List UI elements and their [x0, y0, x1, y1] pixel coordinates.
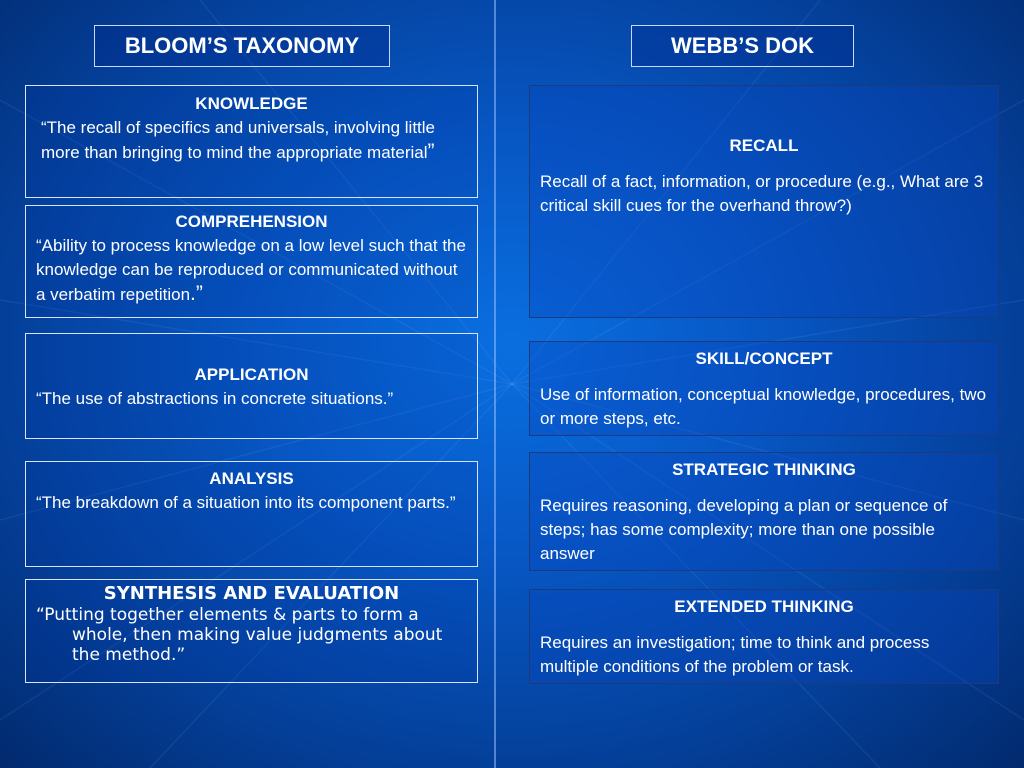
- card-title: SYNTHESIS AND EVALUATION: [103, 583, 400, 604]
- bloom-knowledge-card: KNOWLEDGE “The recall of specifics and u…: [25, 85, 478, 198]
- card-title: KNOWLEDGE: [195, 94, 308, 113]
- card-body: “The use of abstractions in concrete sit…: [36, 389, 394, 408]
- card-title: STRATEGIC THINKING: [672, 460, 856, 479]
- card-body: Requires an investigation; time to think…: [540, 633, 930, 676]
- card-body: “Putting together elements & parts to fo…: [36, 605, 443, 665]
- blooms-taxonomy-header: BLOOM’S TAXONOMY: [94, 25, 390, 67]
- column-divider: [494, 0, 496, 768]
- card-body: Use of information, conceptual knowledge…: [540, 385, 987, 428]
- card-title: EXTENDED THINKING: [674, 597, 854, 616]
- webbs-dok-header: WEBB’S DOK: [631, 25, 854, 67]
- dok-skill-concept-card: SKILL/CONCEPT Use of information, concep…: [529, 341, 999, 436]
- bloom-application-card: APPLICATION “The use of abstractions in …: [25, 333, 478, 439]
- card-title: COMPREHENSION: [175, 212, 328, 231]
- card-title: SKILL/CONCEPT: [695, 349, 833, 368]
- bloom-analysis-card: ANALYSIS “The breakdown of a situation i…: [25, 461, 478, 567]
- card-body: Recall of a fact, information, or proced…: [540, 172, 984, 215]
- dok-strategic-thinking-card: STRATEGIC THINKING Requires reasoning, d…: [529, 452, 999, 571]
- dok-recall-card: RECALL Recall of a fact, information, or…: [529, 85, 999, 318]
- bloom-synthesis-evaluation-card: SYNTHESIS AND EVALUATION “Putting togeth…: [25, 579, 478, 683]
- card-body: “The breakdown of a situation into its c…: [36, 493, 456, 512]
- card-body: Requires reasoning, developing a plan or…: [540, 496, 948, 563]
- card-title: ANALYSIS: [209, 469, 294, 488]
- card-body: “Ability to process knowledge on a low l…: [36, 236, 466, 305]
- dok-extended-thinking-card: EXTENDED THINKING Requires an investigat…: [529, 589, 999, 684]
- card-title: APPLICATION: [194, 365, 309, 384]
- card-body: “The recall of specifics and universals,…: [41, 118, 436, 163]
- card-title: RECALL: [729, 136, 799, 155]
- bloom-comprehension-card: COMPREHENSION “Ability to process knowle…: [25, 205, 478, 318]
